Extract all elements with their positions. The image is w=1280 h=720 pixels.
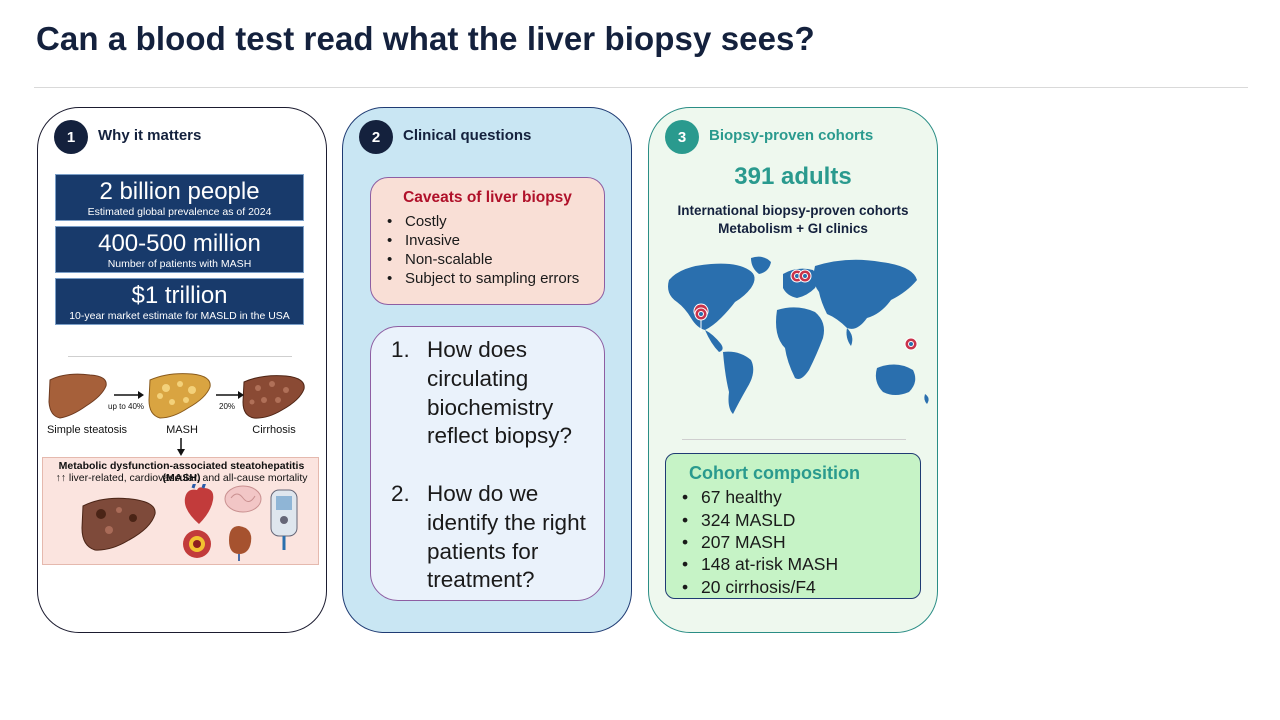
panel-title: Biopsy-proven cohorts <box>709 127 874 144</box>
section-divider <box>682 439 906 440</box>
stage-label-simple-steatosis: Simple steatosis <box>46 424 128 436</box>
caveat-item: •Costly <box>387 213 447 230</box>
stat-value: 400-500 million <box>98 230 261 257</box>
caveat-item: •Subject to sampling errors <box>387 270 580 287</box>
progression-rate-label: 20% <box>219 402 236 411</box>
stat-value: 2 billion people <box>99 178 260 205</box>
brain-icon <box>224 485 262 513</box>
step-number-badge: 3 <box>665 120 699 154</box>
composition-title: Cohort composition <box>689 463 860 483</box>
cohort-composition-box: Cohort composition •67 healthy •324 MASL… <box>665 453 921 599</box>
panel-biopsy-proven-cohorts: 3 Biopsy-proven cohorts 391 adults Inter… <box>648 107 938 633</box>
section-divider <box>68 356 292 357</box>
progression-arrow-icon <box>216 391 244 399</box>
progression-rate-label: up to 40% <box>108 402 145 411</box>
caveats-title: Caveats of liver biopsy <box>403 189 572 206</box>
caveat-item: •Invasive <box>387 232 461 249</box>
composition-item: •207 MASH <box>682 532 786 552</box>
step-number-badge: 1 <box>54 120 88 154</box>
stat-card-prevalence: 2 billion people Estimated global preval… <box>55 174 304 221</box>
biopsy-caveats-box: Caveats of liver biopsy •Costly •Invasiv… <box>370 177 605 305</box>
title-divider <box>34 87 1248 88</box>
composition-item: •20 cirrhosis/F4 <box>682 577 816 597</box>
caveat-item: •Non-scalable <box>387 251 493 268</box>
mash-outcomes-box: Metabolic dysfunction-associated steatoh… <box>42 457 319 565</box>
fatty-liver-illustration <box>148 373 211 419</box>
kidney-icon <box>229 526 252 561</box>
down-arrow-icon <box>177 438 185 456</box>
cohort-description: International biopsy-proven cohorts Meta… <box>677 203 909 236</box>
stat-caption: Number of patients with MASH <box>107 258 252 270</box>
page-title: Can a blood test read what the liver bio… <box>36 20 815 57</box>
composition-item: •148 at-risk MASH <box>682 554 839 574</box>
stat-caption: 10-year market estimate for MASLD in the… <box>69 310 290 322</box>
stat-card-market: $1 trillion 10-year market estimate for … <box>55 278 304 325</box>
stat-value: $1 trillion <box>131 282 228 309</box>
composition-item: •324 MASLD <box>682 510 796 530</box>
heart-icon <box>184 484 214 524</box>
mash-definition: Metabolic dysfunction-associated steatoh… <box>58 460 305 484</box>
progression-arrow-icon <box>114 391 144 399</box>
step-number-badge: 2 <box>359 120 393 154</box>
panel-title: Why it matters <box>98 127 202 144</box>
artery-icon <box>183 530 211 558</box>
healthy-liver-illustration <box>48 373 107 419</box>
panel-clinical-questions: 2 Clinical questions Caveats of liver bi… <box>342 107 632 633</box>
panel-why-it-matters: 1 Why it matters 2 billion people Estima… <box>37 107 327 633</box>
stat-card-mash-patients: 400-500 million Number of patients with … <box>55 226 304 273</box>
world-map-illustration <box>668 256 929 414</box>
research-questions-box: 1. How does circulating biochemistry ref… <box>370 326 605 601</box>
damaged-liver-illustration <box>81 497 156 551</box>
stat-caption: Estimated global prevalence as of 2024 <box>87 206 272 218</box>
glucose-meter-icon <box>270 489 298 550</box>
composition-item: •67 healthy <box>682 487 782 507</box>
stage-label-mash: MASH <box>166 424 198 436</box>
cirrhotic-liver-illustration <box>242 375 305 419</box>
mash-mortality-note: ↑↑ liver-related, cardiovascular, and al… <box>55 472 308 484</box>
stage-label-cirrhosis: Cirrhosis <box>252 424 296 436</box>
panel-title: Clinical questions <box>403 127 532 144</box>
cohort-size: 391 adults <box>734 163 852 190</box>
